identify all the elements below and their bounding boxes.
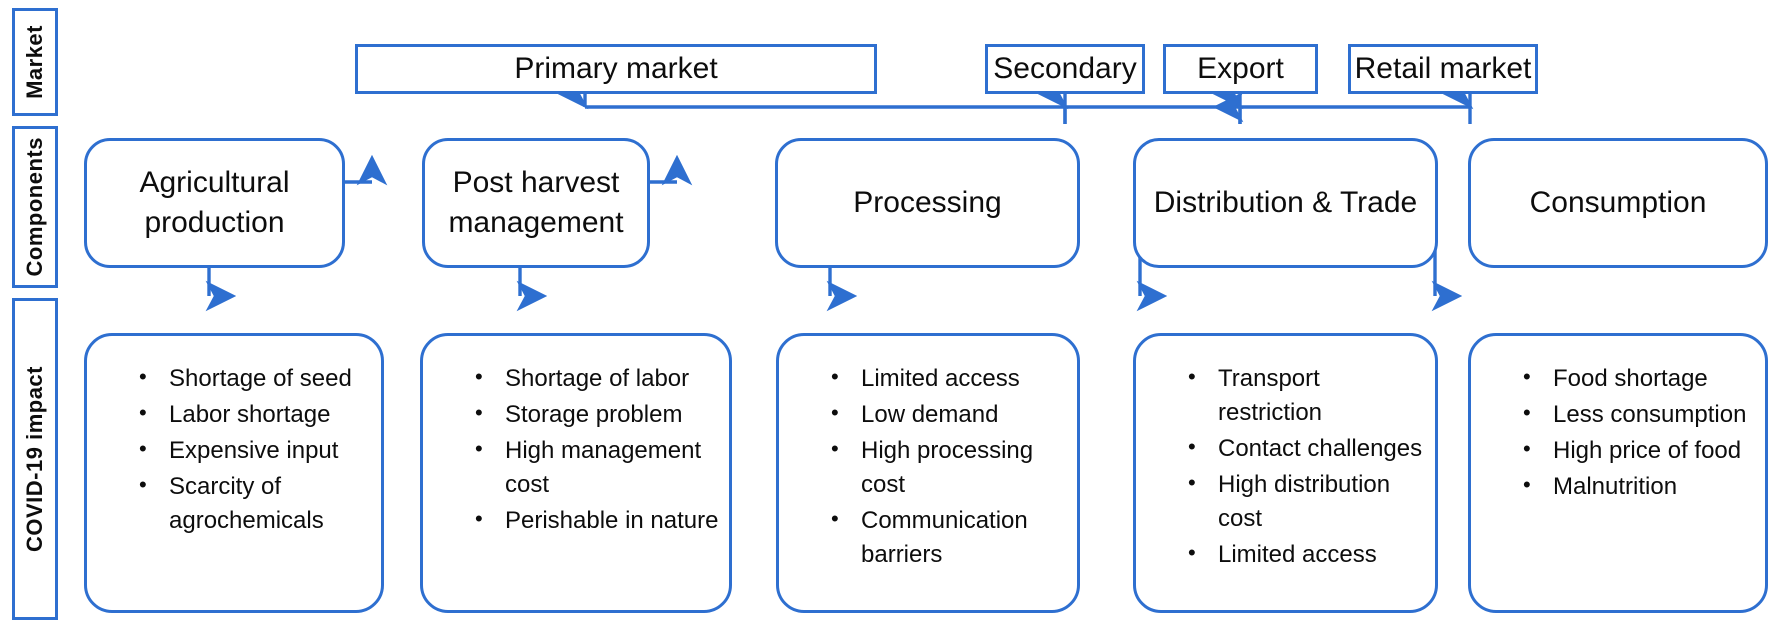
impact-list-item: Contact challenges bbox=[1188, 431, 1425, 466]
impact-list-item: Perishable in nature bbox=[475, 503, 719, 538]
impact-list-item: Low demand bbox=[831, 397, 1067, 432]
market-box-retail-market-label: Retail market bbox=[1354, 52, 1532, 85]
row-label-covid-impact-text: COVID-19 impact bbox=[22, 366, 47, 552]
component-box-post-harvest-management[interactable]: Post harvest management bbox=[422, 138, 650, 268]
component-agricultural-production-line1: Agricultural bbox=[139, 165, 290, 199]
row-label-covid-impact: COVID-19 impact bbox=[12, 298, 58, 620]
row-label-components: Components bbox=[12, 126, 58, 288]
component-box-agricultural-production[interactable]: Agricultural production bbox=[84, 138, 345, 268]
impact-list-item: Less consumption bbox=[1523, 397, 1755, 432]
impact-list-item: High processing cost bbox=[831, 433, 1067, 502]
component-consumption-line1: Consumption bbox=[1529, 185, 1707, 219]
component-box-distribution-trade[interactable]: Distribution & Trade bbox=[1133, 138, 1438, 268]
impact-list-item: High distribution cost bbox=[1188, 467, 1425, 536]
impact-list-processing: Limited access Low demand High processin… bbox=[805, 361, 1067, 572]
market-box-primary-market-label: Primary market bbox=[514, 52, 718, 85]
impact-list-item: Malnutrition bbox=[1523, 469, 1755, 504]
component-agricultural-production-line2: production bbox=[144, 206, 285, 239]
impact-box-consumption[interactable]: Food shortage Less consumption High pric… bbox=[1468, 333, 1768, 613]
market-box-export-label: Export bbox=[1197, 52, 1284, 85]
component-processing-line1: Processing bbox=[853, 185, 1002, 219]
impact-list-item: Limited access bbox=[1188, 537, 1425, 572]
impact-list-post-harvest-management: Shortage of labor Storage problem High m… bbox=[449, 361, 719, 538]
market-box-secondary[interactable]: Secondary bbox=[985, 44, 1145, 94]
impact-box-agricultural-production[interactable]: Shortage of seed Labor shortage Expensiv… bbox=[84, 333, 384, 613]
impact-list-agricultural-production: Shortage of seed Labor shortage Expensiv… bbox=[113, 361, 371, 538]
market-box-primary-market[interactable]: Primary market bbox=[355, 44, 877, 94]
impact-list-item: Storage problem bbox=[475, 397, 719, 432]
impact-list-item: Food shortage bbox=[1523, 361, 1755, 396]
component-post-harvest-management-line1: Post harvest bbox=[452, 165, 620, 199]
component-box-consumption[interactable]: Consumption bbox=[1468, 138, 1768, 268]
impact-list-item: High price of food bbox=[1523, 433, 1755, 468]
impact-list-item: Shortage of seed bbox=[139, 361, 371, 396]
market-box-export[interactable]: Export bbox=[1163, 44, 1318, 94]
component-distribution-trade-line1: Distribution & Trade bbox=[1153, 185, 1418, 219]
impact-list-item: High management cost bbox=[475, 433, 719, 502]
impact-box-processing[interactable]: Limited access Low demand High processin… bbox=[776, 333, 1080, 613]
impact-list-distribution-trade: Transport restriction Contact challenges… bbox=[1162, 361, 1425, 572]
row-label-market-text: Market bbox=[22, 25, 47, 99]
row-label-market: Market bbox=[12, 8, 58, 116]
impact-box-distribution-trade[interactable]: Transport restriction Contact challenges… bbox=[1133, 333, 1438, 613]
impact-list-item: Transport restriction bbox=[1188, 361, 1425, 430]
impact-list-item: Expensive input bbox=[139, 433, 371, 468]
market-box-retail-market[interactable]: Retail market bbox=[1348, 44, 1538, 94]
component-post-harvest-management-line2: management bbox=[448, 206, 624, 239]
impact-list-item: Scarcity of agrochemicals bbox=[139, 469, 371, 538]
market-box-secondary-label: Secondary bbox=[993, 52, 1137, 85]
row-label-components-text: Components bbox=[22, 137, 47, 277]
impact-box-post-harvest-management[interactable]: Shortage of labor Storage problem High m… bbox=[420, 333, 732, 613]
impact-list-item: Communication barriers bbox=[831, 503, 1067, 572]
impact-list-item: Shortage of labor bbox=[475, 361, 719, 396]
component-box-processing[interactable]: Processing bbox=[775, 138, 1080, 268]
impact-list-consumption: Food shortage Less consumption High pric… bbox=[1497, 361, 1755, 504]
impact-list-item: Limited access bbox=[831, 361, 1067, 396]
impact-list-item: Labor shortage bbox=[139, 397, 371, 432]
